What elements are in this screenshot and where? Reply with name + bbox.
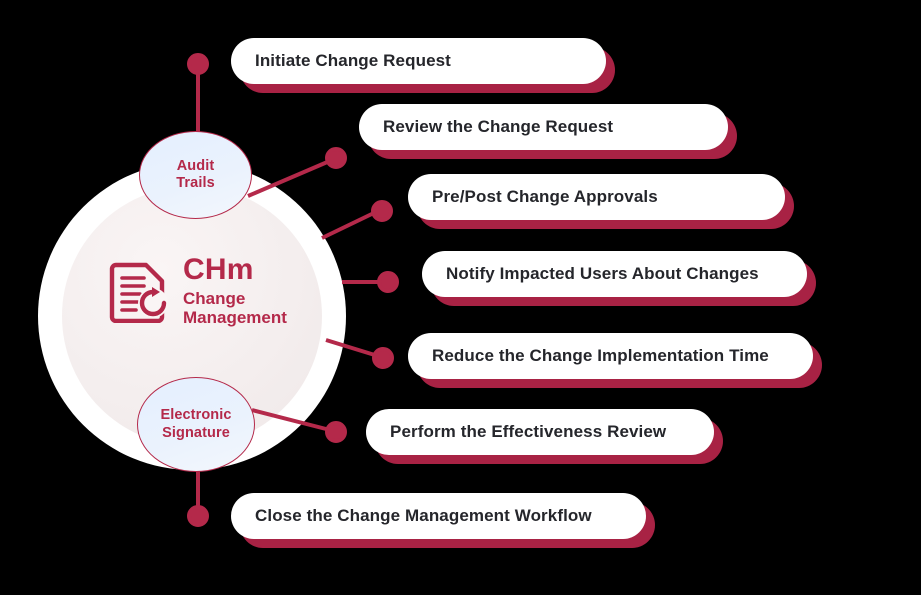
step-pill-1[interactable]: Initiate Change Request xyxy=(231,38,615,93)
step-pill-6-body[interactable]: Perform the Effectiveness Review xyxy=(366,409,714,455)
step-pill-4-label: Notify Impacted Users About Changes xyxy=(446,264,759,283)
logo-title: CHm xyxy=(183,253,254,286)
step-pill-7-label: Close the Change Management Workflow xyxy=(255,506,592,525)
step-pill-2[interactable]: Review the Change Request xyxy=(359,104,737,159)
step-pill-5-body[interactable]: Reduce the Change Implementation Time xyxy=(408,333,813,379)
step-pill-5-label: Reduce the Change Implementation Time xyxy=(432,346,769,365)
step-pill-5[interactable]: Reduce the Change Implementation Time xyxy=(408,333,822,388)
step-pill-3[interactable]: Pre/Post Change Approvals xyxy=(408,174,794,229)
step-pill-4-body[interactable]: Notify Impacted Users About Changes xyxy=(422,251,807,297)
step-pill-2-label: Review the Change Request xyxy=(383,117,614,136)
satellite-electronic-signature-label: Electronic Signature xyxy=(160,407,232,441)
step-pill-2-body[interactable]: Review the Change Request xyxy=(359,104,728,150)
step-pill-1-body[interactable]: Initiate Change Request xyxy=(231,38,606,84)
satellite-audit-trails[interactable]: Audit Trails xyxy=(139,131,252,219)
step-pill-3-body[interactable]: Pre/Post Change Approvals xyxy=(408,174,785,220)
step-pill-6[interactable]: Perform the Effectiveness Review xyxy=(366,409,723,464)
logo-subtitle: Change Management xyxy=(183,289,287,328)
step-pill-3-label: Pre/Post Change Approvals xyxy=(432,187,658,206)
step-pill-4[interactable]: Notify Impacted Users About Changes xyxy=(422,251,816,306)
step-pill-6-label: Perform the Effectiveness Review xyxy=(390,422,667,441)
step-pill-7[interactable]: Close the Change Management Workflow xyxy=(231,493,655,548)
step-pill-7-body[interactable]: Close the Change Management Workflow xyxy=(231,493,646,539)
step-pill-1-label: Initiate Change Request xyxy=(255,51,451,70)
satellite-electronic-signature[interactable]: Electronic Signature xyxy=(137,377,255,472)
satellite-audit-trails-label: Audit Trails xyxy=(176,157,215,191)
document-refresh-icon xyxy=(109,262,168,324)
center-logo: CHm Change Management xyxy=(108,255,287,327)
